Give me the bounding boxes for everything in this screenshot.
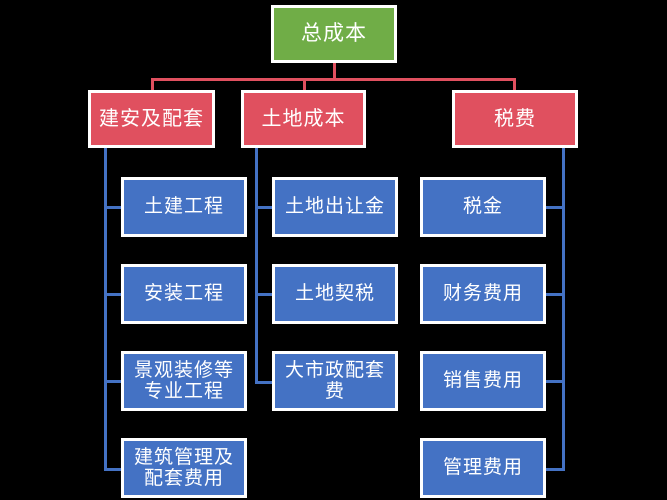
connector-branch-3-spine bbox=[562, 148, 565, 471]
node-construction-management-fee[interactable]: 建筑管理及 配套费用 bbox=[121, 438, 247, 498]
connector-branch-3-drop bbox=[513, 78, 516, 92]
node-branch-land-cost[interactable]: 土地成本 bbox=[241, 90, 366, 148]
node-tax[interactable]: 税金 bbox=[420, 177, 546, 237]
connector-branch-3-stub-3 bbox=[543, 380, 565, 383]
connector-branch-1-stub-4 bbox=[104, 468, 124, 471]
connector-level2-bus bbox=[151, 78, 516, 81]
node-civil-engineering[interactable]: 土建工程 bbox=[121, 177, 247, 237]
connector-branch-2-stub-3 bbox=[255, 381, 274, 384]
connector-branch-1-spine bbox=[104, 148, 107, 471]
connector-root-stem bbox=[333, 63, 336, 80]
node-land-transfer-fee[interactable]: 土地出让金 bbox=[272, 177, 398, 237]
connector-branch-1-stub-3 bbox=[104, 380, 124, 383]
connector-branch-1-drop bbox=[151, 78, 154, 92]
node-sales-expense[interactable]: 销售费用 bbox=[420, 351, 546, 411]
connector-branch-2-stub-2 bbox=[255, 293, 274, 296]
node-finance-expense[interactable]: 财务费用 bbox=[420, 264, 546, 324]
node-landscape-specialty-engineering[interactable]: 景观装修等 专业工程 bbox=[121, 351, 247, 411]
node-branch-taxes-fees[interactable]: 税费 bbox=[452, 90, 578, 148]
node-municipal-supporting-fee[interactable]: 大市政配套 费 bbox=[272, 351, 398, 411]
node-land-deed-tax[interactable]: 土地契税 bbox=[272, 264, 398, 324]
node-root-total-cost[interactable]: 总成本 bbox=[271, 5, 397, 63]
node-branch-construction[interactable]: 建安及配套 bbox=[88, 90, 215, 148]
connector-branch-1-stub-1 bbox=[104, 206, 124, 209]
connector-branch-2-stub-1 bbox=[255, 206, 274, 209]
node-admin-expense[interactable]: 管理费用 bbox=[420, 438, 546, 498]
connector-branch-2-spine bbox=[255, 148, 258, 384]
connector-branch-3-stub-1 bbox=[543, 206, 565, 209]
connector-branch-3-stub-4 bbox=[543, 468, 565, 471]
node-installation-engineering[interactable]: 安装工程 bbox=[121, 264, 247, 324]
connector-branch-2-drop bbox=[303, 78, 306, 92]
connector-branch-3-stub-2 bbox=[543, 293, 565, 296]
connector-branch-1-stub-2 bbox=[104, 293, 124, 296]
